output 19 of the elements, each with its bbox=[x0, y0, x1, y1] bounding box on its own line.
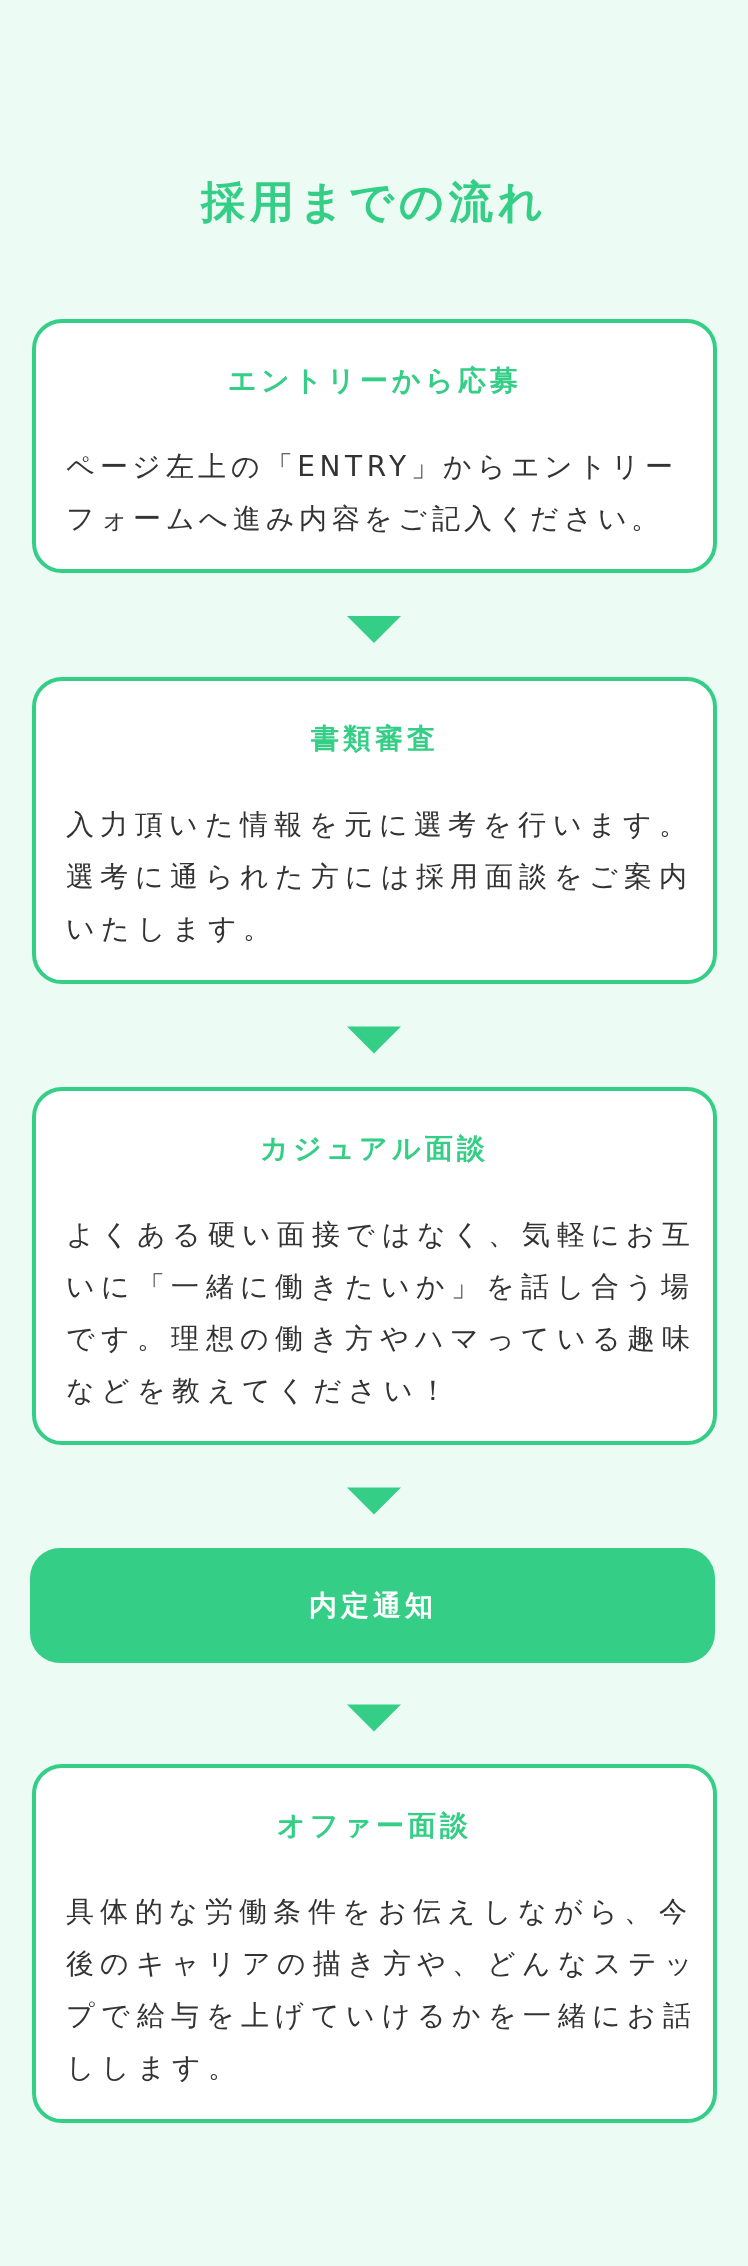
step-heading: エントリーから応募 bbox=[227, 363, 522, 399]
step-box bbox=[32, 1087, 717, 1445]
step-box bbox=[32, 1764, 717, 2123]
arrow bbox=[347, 1704, 401, 1732]
title: 採用までの流れ bbox=[200, 175, 548, 229]
arrow bbox=[347, 1026, 401, 1054]
step-description: ページ左上の「ENTRY」からエントリーフォームへ進み内容をご記入ください。 bbox=[66, 449, 679, 537]
step-heading: カジュアル面談 bbox=[260, 1131, 489, 1167]
step-description: 入力頂いた情報を元に選考を行います。選考に通られた方には採用面談をご案内いたします。 bbox=[66, 807, 695, 947]
step-box bbox=[32, 319, 717, 573]
step-description: 具体的な労働条件をお伝えしながら、今後のキャリアの描き方や、どんなステップで給与を上げていけるかを一緒にお話しします。 bbox=[66, 1894, 701, 2086]
arrow bbox=[347, 616, 401, 643]
step-heading: 書類審査 bbox=[310, 721, 439, 757]
step-heading: オファー面談 bbox=[277, 1808, 472, 1844]
step-heading: 内定通知 bbox=[308, 1587, 437, 1624]
arrow bbox=[347, 1487, 401, 1515]
highlighted-step-box bbox=[30, 1548, 715, 1663]
step-description: よくある硬い面接ではなく、気軽にお互いに「一緒に働きたいか」を話し合う場です。理想の働き方やハマっている趣味などを教えてください！ bbox=[66, 1217, 698, 1409]
step-box bbox=[32, 677, 717, 984]
